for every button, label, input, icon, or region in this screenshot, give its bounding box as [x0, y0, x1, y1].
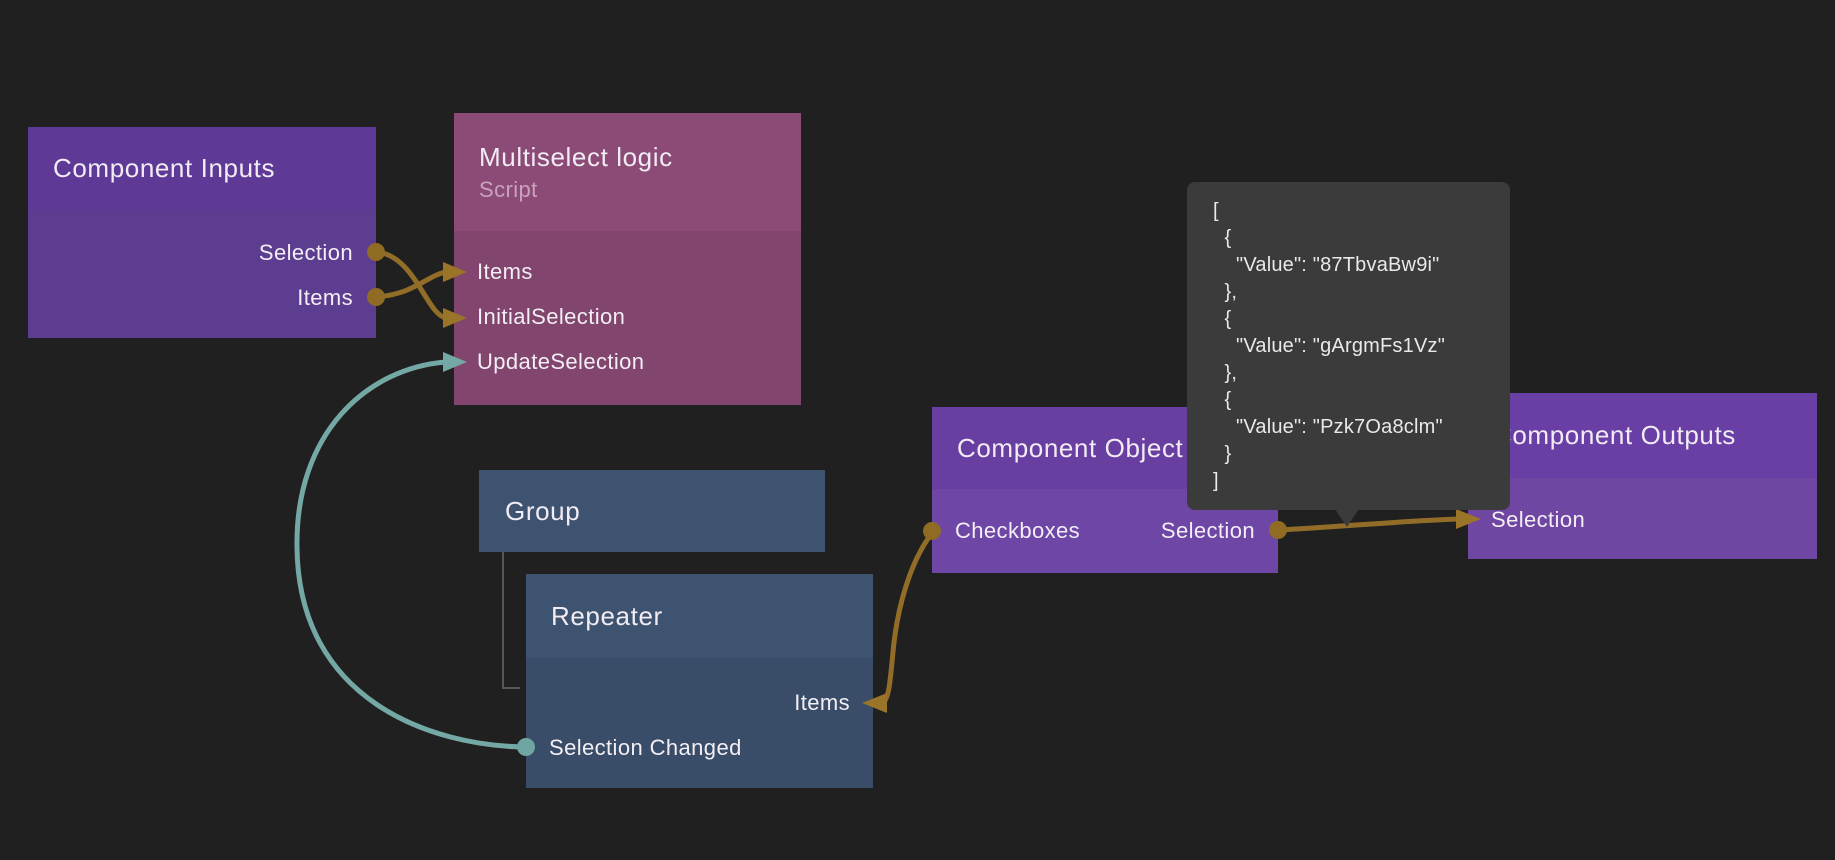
tooltip-json-line: ]: [1213, 470, 1219, 492]
arrowhead-initialselection: [443, 308, 467, 328]
arrowhead-repeater-items: [862, 693, 887, 713]
tooltip-json-line: },: [1213, 281, 1238, 303]
wire-selection-to-outputs-selection[interactable]: [1277, 516, 1459, 533]
wire-selection-to-initialselection[interactable]: [375, 249, 447, 321]
wire-items-to-items[interactable]: [375, 269, 447, 300]
node-header[interactable]: Multiselect logic Script: [454, 113, 801, 231]
node-body: Items InitialSelection UpdateSelection: [454, 231, 801, 405]
node-title: Repeater: [551, 600, 663, 631]
hierarchy-line-group-repeater: [502, 552, 520, 689]
arrowhead-outputs-selection: [1456, 509, 1481, 529]
port-dot-object-selection[interactable]: [1269, 521, 1287, 539]
node-body: Items Selection Changed: [526, 658, 873, 788]
node-body: Selection: [1468, 478, 1817, 559]
tooltip-json-line: "Value": "Pzk7Oa8clm": [1213, 416, 1443, 438]
port-updateselection[interactable]: UpdateSelection: [477, 349, 645, 374]
node-title: Group: [505, 496, 581, 526]
node-title: Component Outputs: [1493, 420, 1736, 450]
node-subtitle: Script: [479, 176, 538, 202]
node-title: Component Inputs: [53, 153, 276, 183]
node-body: Selection Items: [28, 210, 376, 338]
port-items[interactable]: Items: [477, 259, 533, 284]
tooltip-json-line: {: [1213, 308, 1232, 330]
port-dot-selection-changed[interactable]: [517, 738, 535, 756]
node-body: Checkboxes Selection: [932, 489, 1278, 573]
port-selection-changed[interactable]: Selection Changed: [549, 735, 742, 760]
node-header[interactable]: Repeater: [526, 574, 873, 658]
node-component-outputs[interactable]: Component Outputs Selection: [1468, 393, 1817, 559]
tooltip-json-line: },: [1213, 362, 1238, 384]
tooltip-json-line: {: [1213, 227, 1232, 249]
tooltip-json-line: "Value": "87TbvaBw9i": [1213, 254, 1440, 276]
node-multiselect-logic[interactable]: Multiselect logic Script Items InitialSe…: [454, 113, 801, 405]
connection-value-tooltip: [ { "Value": "87TbvaBw9i" }, { "Value": …: [1187, 182, 1510, 527]
node-title: Multiselect logic: [479, 141, 673, 172]
node-repeater[interactable]: Repeater Items Selection Changed: [526, 574, 873, 788]
node-group[interactable]: Group: [479, 470, 825, 552]
tooltip-json-line: }: [1213, 443, 1232, 465]
tooltip-json-line: [: [1213, 200, 1219, 222]
port-initialselection[interactable]: InitialSelection: [477, 304, 626, 329]
arrowhead-items: [443, 262, 467, 282]
node-header[interactable]: Component Outputs: [1468, 393, 1817, 478]
wire-checkboxes-to-repeater-items[interactable]: [881, 531, 934, 704]
tooltip-json-line: "Value": "gArgmFs1Vz": [1213, 335, 1445, 357]
port-dot-object-checkboxes[interactable]: [923, 522, 941, 540]
port-items[interactable]: Items: [297, 285, 353, 310]
tooltip-json-line: {: [1213, 389, 1232, 411]
port-items[interactable]: Items: [794, 690, 850, 715]
port-checkboxes[interactable]: Checkboxes: [955, 518, 1081, 543]
port-selection[interactable]: Selection: [1491, 507, 1586, 532]
port-dot-inputs-items[interactable]: [367, 288, 385, 306]
wire-selectionchanged-to-updateselection[interactable]: [294, 359, 527, 750]
node-header[interactable]: Component Inputs: [28, 127, 376, 210]
port-selection[interactable]: Selection: [1160, 518, 1255, 543]
node-title: Component Object: [957, 432, 1184, 463]
arrowhead-updateselection: [443, 352, 467, 372]
port-selection[interactable]: Selection: [258, 240, 353, 265]
port-dot-inputs-selection[interactable]: [367, 243, 385, 261]
node-component-inputs[interactable]: Component Inputs Selection Items: [28, 127, 376, 338]
